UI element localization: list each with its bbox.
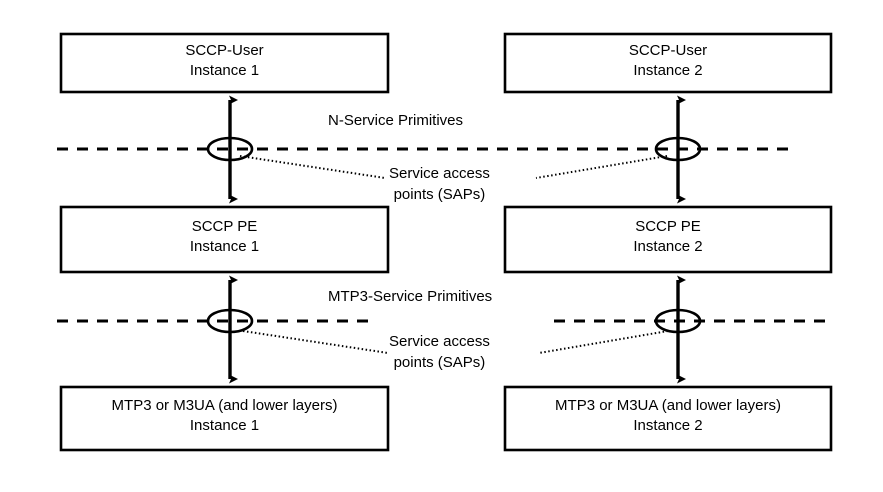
- sap-marker-lower-left: [206, 308, 254, 334]
- box-mtp3-1: [59, 385, 390, 452]
- leader-upper-left: [239, 155, 386, 179]
- leader-lower-right: [538, 330, 669, 354]
- layer-sap-boundaries: [57, 147, 826, 323]
- label-mtp3-service-primitives: MTP3-Service Primitives: [328, 288, 493, 305]
- layer-sap-markers: [206, 136, 702, 334]
- label-sap-upper: Service access points (SAPs): [389, 163, 490, 205]
- sap-marker-lower-right: [654, 308, 702, 334]
- label-sap-lower-line2: points (SAPs): [393, 354, 486, 371]
- layer-boxes: [59, 32, 833, 452]
- label-sap-lower-line1: Service access: [389, 333, 490, 350]
- layer-leader-lines: [239, 155, 669, 354]
- leader-lower-left: [242, 330, 389, 354]
- leader-upper-right: [535, 155, 668, 179]
- box-mtp3-2: [503, 385, 833, 452]
- box-sccp-pe-1: [59, 205, 390, 274]
- label-sap-lower: Service access points (SAPs): [389, 331, 490, 373]
- box-sccp-user-2: [503, 32, 833, 94]
- label-sap-upper-line1: Service access: [389, 165, 490, 182]
- sap-marker-upper-left: [206, 136, 254, 162]
- sap-marker-upper-right: [654, 136, 702, 162]
- label-sap-upper-line2: points (SAPs): [393, 186, 486, 203]
- box-sccp-pe-2: [503, 205, 833, 274]
- label-n-service-primitives: N-Service Primitives: [328, 112, 464, 129]
- layer-arrows: [228, 95, 686, 384]
- box-sccp-user-1: [59, 32, 390, 94]
